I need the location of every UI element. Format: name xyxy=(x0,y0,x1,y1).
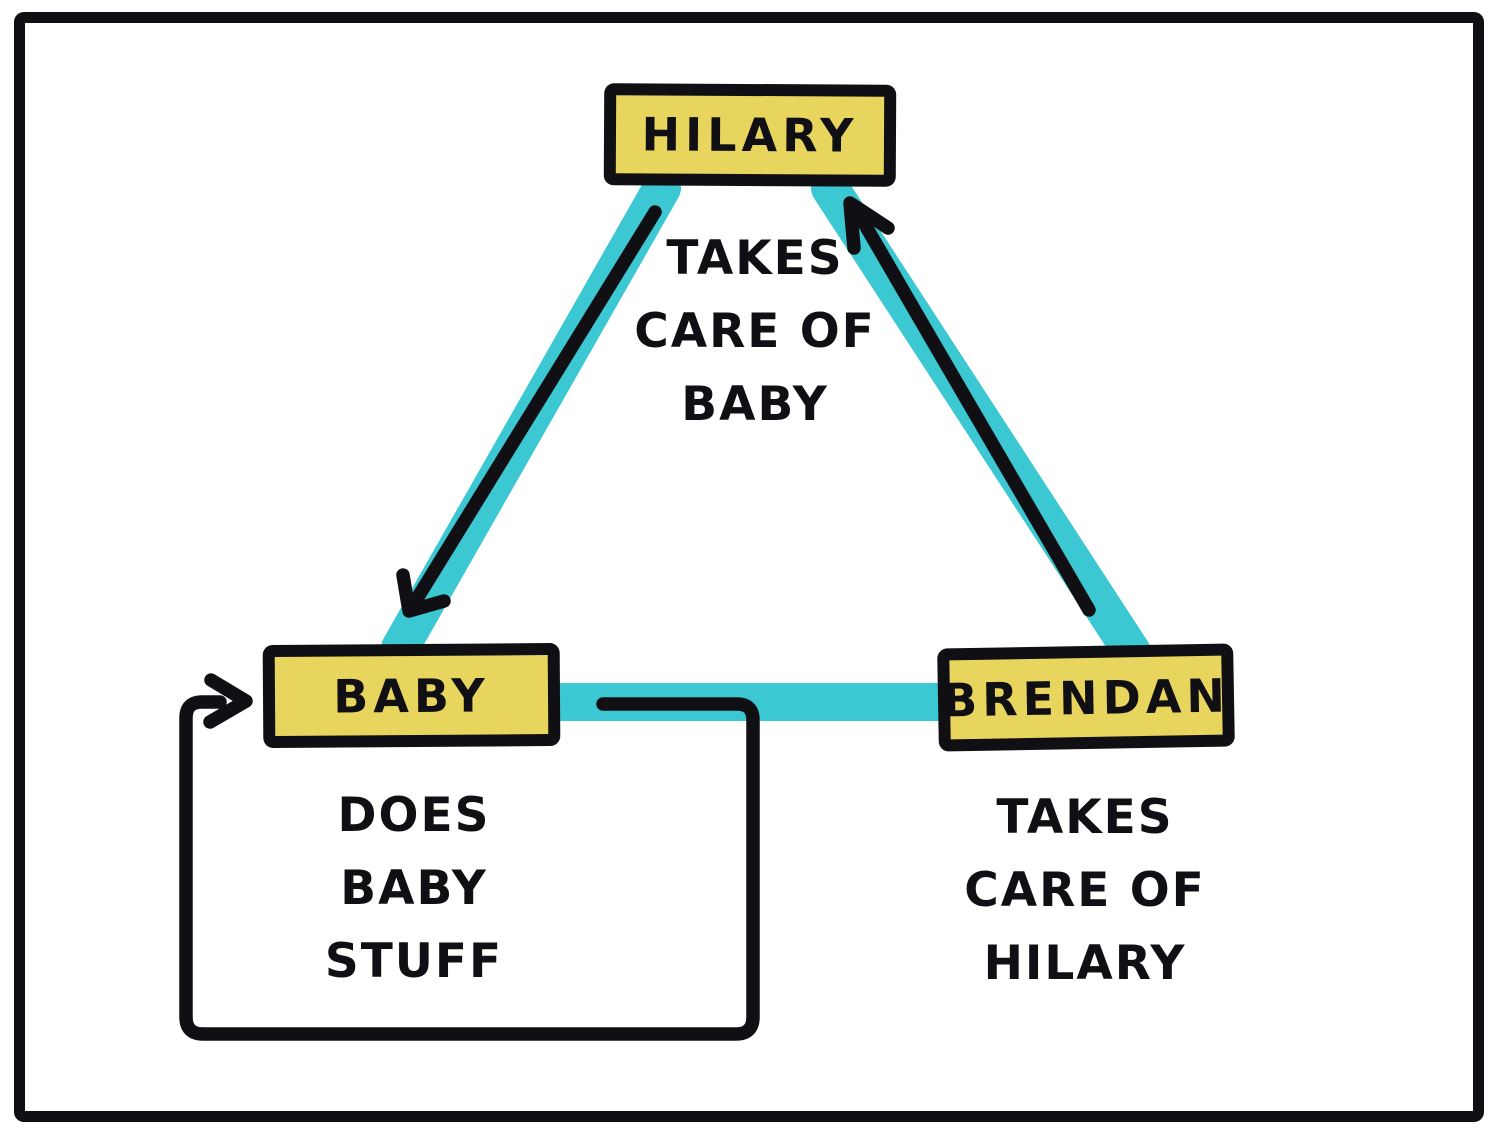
edge-label-line: CARE OF xyxy=(634,304,876,359)
edge-label-line: CARE OF xyxy=(964,863,1206,918)
arrowhead-brendan-to-hilary-icon xyxy=(843,196,895,255)
arrowhead-self-loop-icon xyxy=(203,673,253,729)
edge-label-line: TAKES xyxy=(996,790,1174,845)
node-brendan-label: BRENDAN xyxy=(941,667,1231,728)
edge-label-brendan-takes-care-of-hilary: TAKES CARE OF HILARY xyxy=(900,781,1270,1000)
arrow-hilary-to-baby xyxy=(411,205,662,604)
self-loop-baby xyxy=(179,695,760,1041)
node-hilary-label: HILARY xyxy=(641,107,859,163)
edge-label-line: STUFF xyxy=(324,934,504,989)
edge-label-line: DOES xyxy=(337,788,491,843)
node-baby-label: BABY xyxy=(333,667,490,724)
node-baby: BABY xyxy=(262,642,561,749)
edge-label-hilary-takes-care-of-baby: TAKES CARE OF BABY xyxy=(570,222,940,441)
arrowhead-hilary-to-baby-icon xyxy=(396,568,451,618)
arrow-brendan-to-hilary xyxy=(854,211,1096,617)
edge-label-line: BABY xyxy=(681,377,829,432)
edge-label-line: BABY xyxy=(340,861,488,916)
edge-label-baby-does-baby-stuff: DOES BABY STUFF xyxy=(258,779,570,998)
edge-label-line: HILARY xyxy=(983,936,1187,991)
node-brendan: BRENDAN xyxy=(937,643,1235,752)
edge-label-line: TAKES xyxy=(666,231,844,286)
node-hilary: HILARY xyxy=(603,83,897,187)
